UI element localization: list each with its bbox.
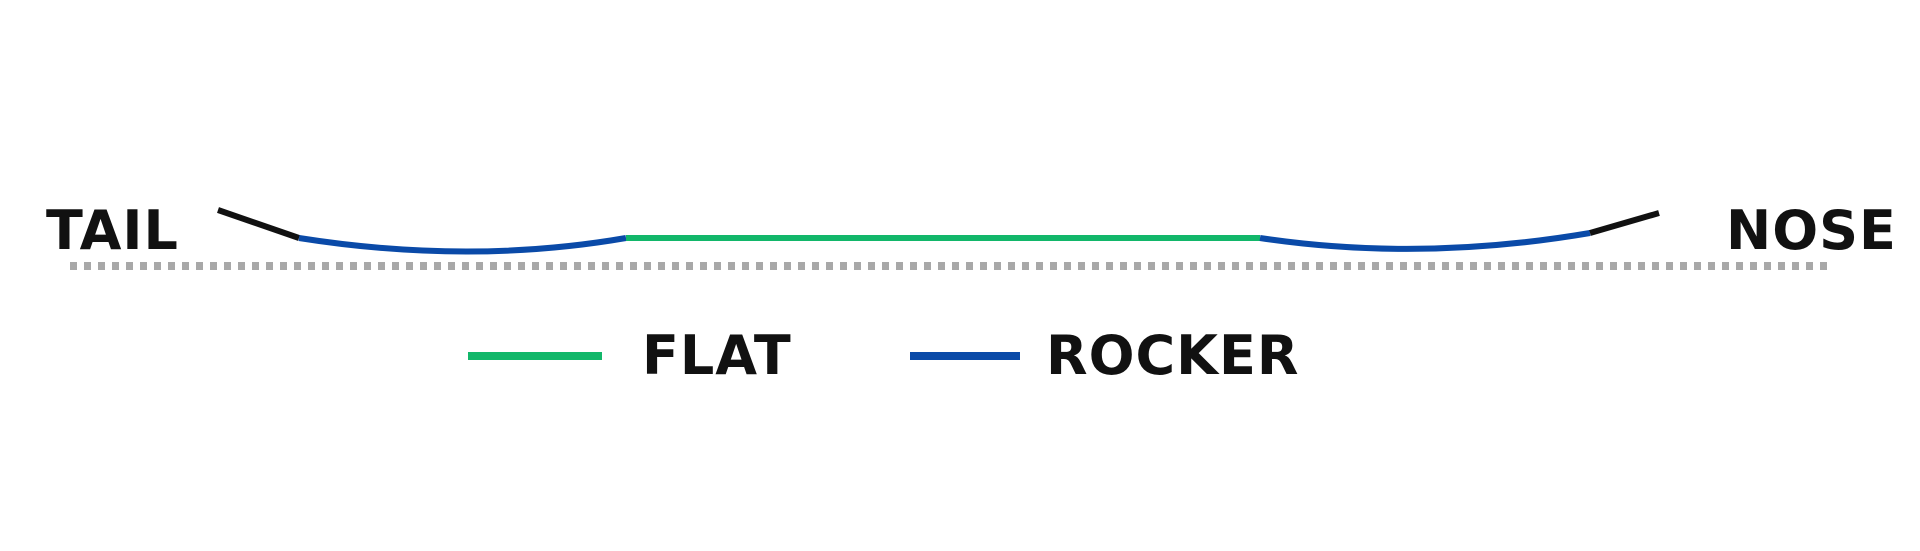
legend-label-rocker: ROCKER <box>1046 324 1300 387</box>
tail-label: TAIL <box>46 199 179 262</box>
legend-swatch-rocker <box>910 352 1020 360</box>
tail-rocker-segment <box>298 235 627 255</box>
legend-item-rocker: ROCKER <box>910 326 1299 386</box>
nose-label: NOSE <box>1726 199 1897 262</box>
legend-label-flat: FLAT <box>642 324 792 387</box>
legend-swatch-flat <box>468 352 602 360</box>
nose-rocker-segment <box>1259 230 1591 252</box>
tail-tip-segment <box>217 207 300 241</box>
nose-tip-segment <box>1589 210 1660 236</box>
legend-item-flat: FLAT <box>468 326 792 386</box>
